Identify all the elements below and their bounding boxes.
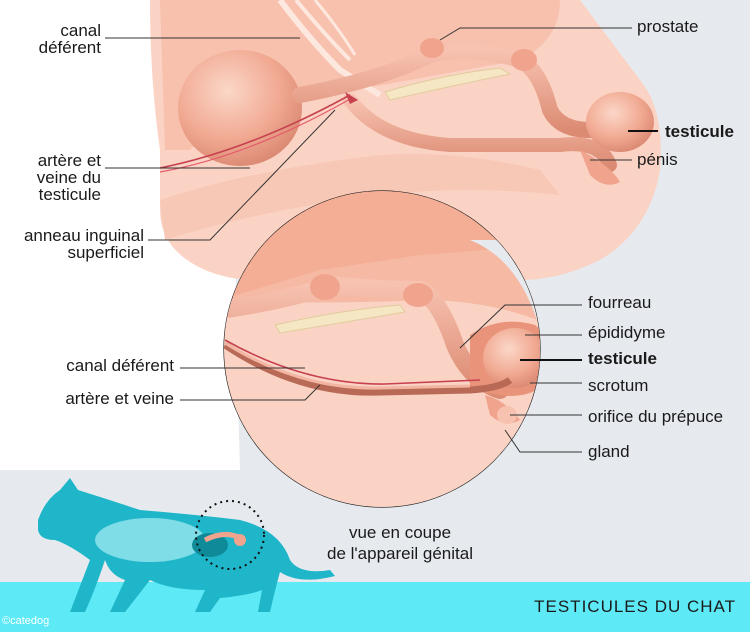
label-gland: gland [588,442,630,461]
label-testicule-top: testicule [665,122,734,141]
penile-bone-top [384,67,512,101]
testicle-top-shape [586,92,654,152]
leader-lines [105,27,658,453]
penile-bone-zoom [274,304,406,334]
cat-silhouette-icon [38,478,335,612]
footer-title: TESTICULES DU CHAT [534,597,736,616]
label-scrotum: scrotum [588,376,649,395]
label-testicule-zoom: testicule [588,349,657,368]
diagram-caption: vue en coupe de l'appareil génital [327,523,473,563]
vessels-zoom [224,339,481,385]
label-epididyme: épididyme [588,323,666,342]
urethra-tube-top [292,43,598,138]
label-penis: pénis [637,150,678,169]
prostate-shape [420,38,444,58]
label-canal-deferent-top: canal déférent [38,21,101,57]
testicle-zoom-shape [483,328,540,388]
label-artere-veine-zoom: artère et veine [65,389,174,408]
copyright-text: ©catedog [2,615,50,627]
label-canal-deferent-zoom: canal déférent [66,356,174,375]
deferent-loop-top [343,93,617,172]
testicular-vessels-top [159,94,351,169]
label-prostate: prostate [637,17,699,36]
label-fourreau: fourreau [588,293,652,312]
bladder-shape [178,50,302,166]
label-orifice-prepuce: orifice du prépuce [588,407,724,426]
deferent-duct-zoom [224,342,513,396]
label-anneau-inguinal: anneau inguinal superficiel [23,226,144,262]
label-artere-veine-testicule: artère et veine du testicule [36,151,101,204]
penis-top-shape [580,150,620,185]
spermatic-cord [277,0,382,98]
